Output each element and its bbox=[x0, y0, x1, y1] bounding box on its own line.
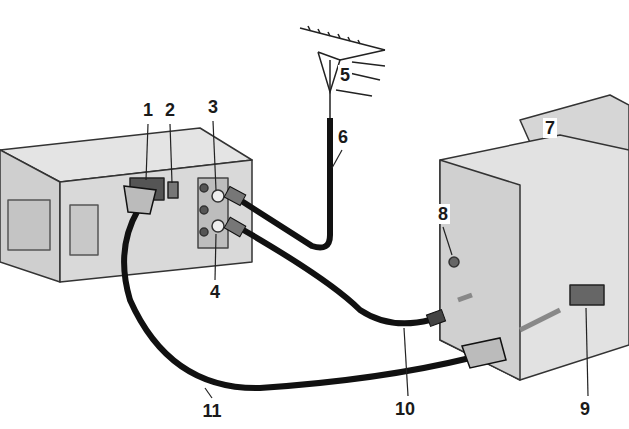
rf-cable bbox=[240, 228, 430, 323]
callout-number: 11 bbox=[200, 401, 223, 421]
callout-number: 8 bbox=[436, 204, 450, 224]
callout-number: 2 bbox=[163, 100, 177, 120]
leader-lines bbox=[146, 121, 588, 398]
antenna bbox=[300, 26, 385, 118]
callout-number: 3 bbox=[206, 97, 220, 117]
callout-number: 1 bbox=[141, 100, 155, 120]
callout-number: 9 bbox=[578, 399, 592, 419]
callout-number: 10 bbox=[393, 399, 417, 419]
television bbox=[440, 95, 629, 380]
callout-number: 5 bbox=[338, 65, 352, 85]
callout-number: 7 bbox=[543, 118, 557, 138]
antenna-cable bbox=[240, 118, 330, 248]
callout-number: 4 bbox=[208, 282, 222, 302]
callout-number: 6 bbox=[336, 127, 350, 147]
scart-cable bbox=[124, 210, 470, 388]
